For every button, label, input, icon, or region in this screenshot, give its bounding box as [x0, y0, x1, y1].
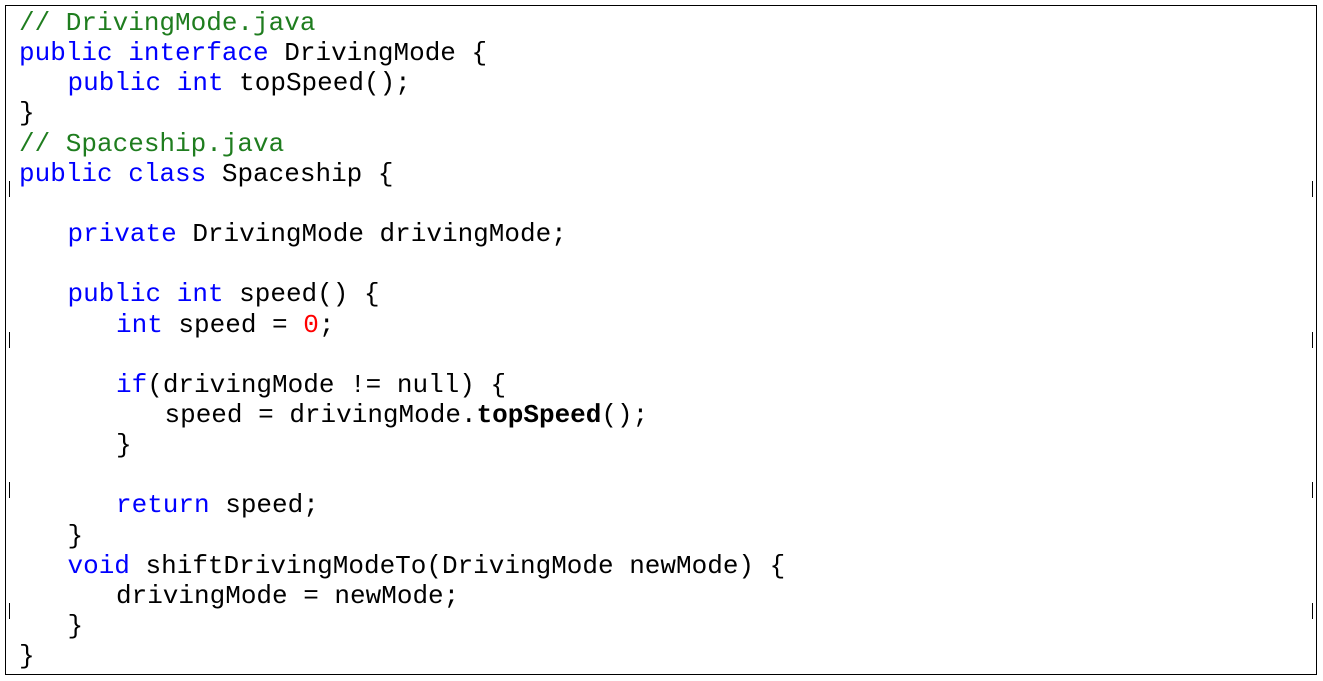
- code-line: public class Spaceship {: [19, 159, 393, 189]
- code-token-code-text: topSpeed();: [223, 68, 411, 99]
- code-line: private DrivingMode drivingMode;: [19, 219, 567, 249]
- code-line: speed = drivingMode.topSpeed();: [19, 399, 649, 430]
- code-token-code-text: [161, 68, 177, 98]
- code-token-keyword: public: [67, 279, 162, 310]
- code-token-code-text: Spaceship {: [206, 158, 394, 189]
- code-token-code-text: speed;: [209, 490, 319, 521]
- code-line: }: [19, 520, 84, 551]
- code-token-keyword: void: [67, 550, 130, 581]
- code-token-keyword: return: [116, 490, 210, 521]
- code-line: // Spaceship.java: [19, 129, 284, 159]
- code-token-code-text: drivingMode = newMode;: [116, 580, 460, 611]
- code-line: }: [19, 430, 132, 460]
- border-tick: [1312, 331, 1313, 348]
- code-line: }: [19, 611, 84, 641]
- border-tick: [9, 180, 10, 197]
- code-line: int speed = 0;: [19, 310, 334, 340]
- code-token-code-text: ();: [601, 399, 649, 430]
- code-token-code-text: }: [67, 611, 84, 641]
- code-token-keyword: public: [19, 38, 113, 69]
- code-token-number-literal: 0: [303, 309, 319, 340]
- code-token-keyword: public: [67, 68, 162, 99]
- code-token-code-text: speed() {: [223, 279, 380, 310]
- code-line: void shiftDrivingModeTo(DrivingMode newM…: [19, 550, 786, 581]
- code-token-keyword: private: [67, 219, 177, 250]
- code-token-code-text: DrivingMode drivingMode;: [176, 219, 567, 250]
- code-line: }: [19, 641, 35, 671]
- code-token-keyword: int: [176, 279, 224, 310]
- code-line: drivingMode = newMode;: [19, 581, 459, 611]
- code-line: }: [19, 98, 35, 128]
- code-token-code-text: ;: [318, 309, 335, 340]
- code-token-code-text: [113, 159, 129, 189]
- code-token-code-text: DrivingMode {: [268, 38, 488, 69]
- code-token-code-text: shiftDrivingModeTo(DrivingMode newMode) …: [129, 550, 786, 581]
- code-token-code-text: }: [116, 430, 132, 461]
- code-token-code-text: [161, 279, 177, 309]
- border-tick: [9, 603, 10, 619]
- border-tick: [9, 482, 10, 499]
- code-token-code-text: [113, 38, 129, 68]
- code-line: return speed;: [19, 490, 319, 520]
- code-token-keyword: interface: [128, 38, 269, 69]
- code-token-keyword: int: [176, 68, 224, 99]
- border-tick: [1312, 482, 1313, 499]
- border-tick: [9, 331, 10, 348]
- code-token-method-name: topSpeed: [476, 399, 602, 430]
- code-token-keyword: public: [19, 158, 113, 189]
- code-token-code-text: }: [19, 98, 35, 129]
- code-token-code-text: }: [67, 520, 84, 551]
- code-token-code-text: speed = drivingMode.: [164, 399, 477, 430]
- border-tick: [1312, 603, 1313, 619]
- code-line: public int speed() {: [19, 279, 380, 309]
- code-line: if(drivingMode != null) {: [19, 370, 506, 400]
- code-line: // DrivingMode.java: [19, 8, 315, 38]
- code-token-keyword: int: [116, 309, 163, 340]
- border-tick: [1312, 180, 1313, 197]
- code-line: public interface DrivingMode {: [19, 38, 487, 68]
- code-token-code-text: (drivingMode != null) {: [147, 369, 507, 400]
- code-token-code-text: }: [19, 641, 35, 672]
- code-token-keyword: if: [116, 369, 148, 400]
- code-token-comment: // DrivingMode.java: [19, 8, 316, 38]
- code-token-code-text: speed =: [162, 309, 304, 340]
- code-token-keyword: class: [128, 158, 207, 189]
- code-line: public int topSpeed();: [19, 68, 411, 98]
- code-token-comment: // Spaceship.java: [19, 128, 285, 159]
